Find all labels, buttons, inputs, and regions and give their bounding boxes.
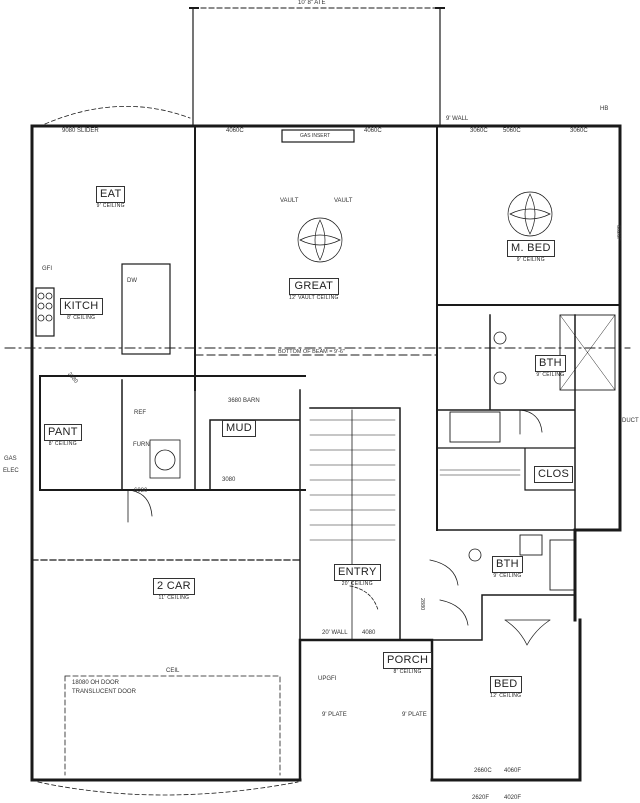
room-kitch-ceiling: 8' CEILING bbox=[67, 315, 96, 321]
note-door-3080: 3080 bbox=[222, 477, 236, 483]
note-barn-door: 3680 BARN bbox=[228, 398, 260, 404]
room-pant-ceiling: 8' CEILING bbox=[48, 441, 77, 447]
note-window-4060-left: 4060C bbox=[226, 128, 244, 134]
note-window-5060: 5060C bbox=[503, 128, 521, 134]
note-window-2620: 2620F bbox=[472, 795, 490, 801]
room-entry: ENTRY 20' CEILING bbox=[334, 564, 381, 587]
room-bath-2-name: BTH bbox=[492, 556, 523, 573]
note-window-2660: 2660C bbox=[474, 768, 492, 774]
note-ohdoor-line1: 18080 OH DOOR bbox=[72, 680, 120, 686]
room-master-bed-ceiling: 9' CEILING bbox=[516, 257, 545, 263]
note-ohdoor-line2: TRANSLUCENT DOOR bbox=[72, 689, 136, 695]
room-porch-ceiling: 8' CEILING bbox=[393, 669, 422, 675]
room-mud-name: MUD bbox=[222, 420, 256, 437]
note-door-6080: 6080 bbox=[134, 488, 148, 494]
room-bath-2: BTH 9' CEILING bbox=[492, 556, 523, 579]
room-great-ceiling: 12' VAULT CEILING bbox=[289, 295, 339, 301]
room-bath-master-name: BTH bbox=[535, 355, 566, 372]
room-garage: 2 CAR 11' CEILING bbox=[153, 578, 195, 601]
note-ceil: CEIL bbox=[166, 668, 180, 674]
note-elec: ELEC bbox=[3, 468, 19, 474]
note-plate-right: 9' PLATE bbox=[402, 712, 427, 718]
room-bath-master-ceiling: 9' CEILING bbox=[536, 372, 565, 378]
note-window-4020: 4020F bbox=[504, 795, 522, 801]
note-vault-left: VAULT bbox=[280, 198, 299, 204]
room-great-name: GREAT bbox=[289, 278, 339, 295]
note-vault-right: VAULT bbox=[334, 198, 353, 204]
note-window-4060-right: 4060C bbox=[364, 128, 382, 134]
room-eat: EAT 9' CEILING bbox=[96, 186, 126, 209]
room-bath-master: BTH 9' CEILING bbox=[535, 355, 566, 378]
room-master-bed: M. BED 9' CEILING bbox=[507, 240, 555, 263]
room-master-bed-name: M. BED bbox=[507, 240, 555, 257]
room-pant-name: PANT bbox=[44, 424, 82, 441]
room-mud: MUD bbox=[222, 420, 256, 437]
room-garage-ceiling: 11' CEILING bbox=[158, 595, 190, 601]
note-gfi: GFI bbox=[42, 266, 52, 272]
note-door-4080: 4080 bbox=[362, 630, 376, 636]
room-entry-name: ENTRY bbox=[334, 564, 381, 581]
room-garage-name: 2 CAR bbox=[153, 578, 195, 595]
room-eat-name: EAT bbox=[96, 186, 126, 203]
room-bed-ceiling: 12' CEILING bbox=[490, 693, 522, 699]
room-kitch-name: KITCH bbox=[60, 298, 103, 315]
room-clos: CLOS bbox=[534, 466, 574, 483]
note-slider: 9080 SLIDER bbox=[62, 128, 99, 134]
note-window-3060-right: 3060C bbox=[570, 128, 588, 134]
note-upgfi: UPGFI bbox=[318, 676, 337, 682]
note-window-6020: 6020F bbox=[615, 225, 621, 241]
note-top-plate: 10' 8" ATE bbox=[298, 0, 326, 6]
note-window-3060-left: 3060C bbox=[470, 128, 488, 134]
note-hb: HB bbox=[600, 106, 609, 112]
note-wall-9: 9' WALL bbox=[446, 116, 469, 122]
note-duct: DUCT bbox=[622, 418, 639, 424]
room-porch-name: PORCH bbox=[383, 652, 433, 669]
note-gas-insert: GAS INSERT bbox=[300, 133, 331, 139]
room-clos-name: CLOS bbox=[534, 466, 574, 483]
note-beam: BOTTOM OF BEAM = 9'-6" bbox=[278, 349, 345, 355]
note-window-4060f: 4060F bbox=[504, 768, 522, 774]
room-bed: BED 12' CEILING bbox=[490, 676, 522, 699]
note-door-2880: 2880 bbox=[419, 598, 425, 611]
room-bath-2-ceiling: 9' CEILING bbox=[493, 573, 522, 579]
note-ref: REF bbox=[134, 410, 146, 416]
room-pant: PANT 8' CEILING bbox=[44, 424, 82, 447]
room-bed-name: BED bbox=[490, 676, 522, 693]
room-entry-ceiling: 20' CEILING bbox=[341, 581, 373, 587]
note-dw: DW bbox=[127, 278, 137, 284]
note-plate-left: 9' PLATE bbox=[322, 712, 347, 718]
note-furn: FURN bbox=[133, 442, 150, 448]
room-eat-ceiling: 9' CEILING bbox=[96, 203, 125, 209]
note-wall-20: 20' WALL bbox=[322, 630, 348, 636]
room-porch: PORCH 8' CEILING bbox=[383, 652, 433, 675]
note-gas: GAS bbox=[4, 456, 17, 462]
room-great: GREAT 12' VAULT CEILING bbox=[289, 278, 339, 301]
room-kitch: KITCH 8' CEILING bbox=[60, 298, 103, 321]
